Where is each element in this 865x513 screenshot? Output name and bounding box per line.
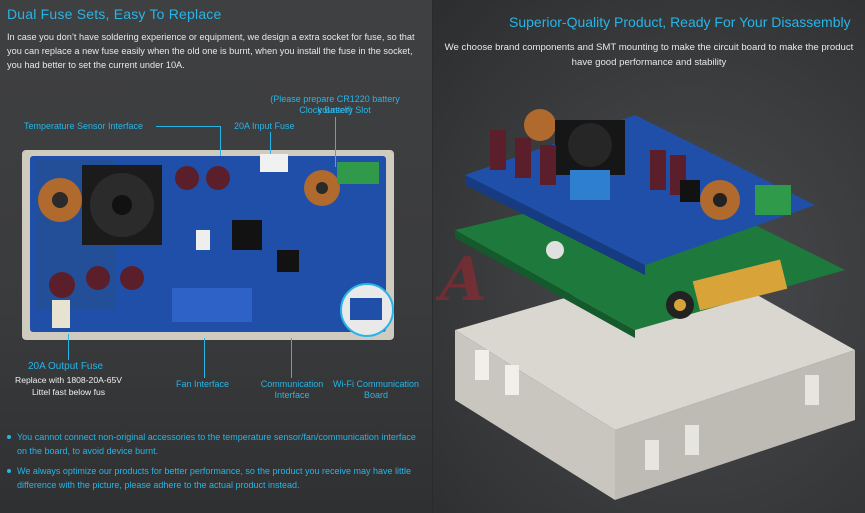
comm-interface-label-1: Communication (260, 379, 324, 389)
right-paragraph: We choose brand components and SMT mount… (444, 42, 854, 68)
note-text: You cannot connect non-original accessor… (17, 432, 416, 456)
comm-interface-leader (291, 338, 292, 378)
output-fuse-detail-2: Littel fast below fus (31, 387, 106, 397)
panel-divider (432, 0, 433, 513)
wifi-board-label-2: Board (363, 390, 389, 400)
input-fuse-leader (270, 132, 271, 154)
exploded-view-image (455, 109, 855, 500)
battery-slot-leader (335, 117, 336, 167)
comm-interface-label-2: Interface (274, 390, 310, 400)
wifi-board-label-1: Wi-Fi Communication (332, 379, 419, 389)
left-paragraph: In case you don’t have soldering experie… (7, 32, 415, 70)
watermark-logo: A (440, 245, 487, 315)
temp-sensor-label: Temperature Sensor Interface (24, 121, 144, 131)
right-title: Superior-Quality Product, Ready For Your… (509, 14, 851, 30)
battery-slot-label: Clock Battery Slot (299, 105, 371, 115)
fan-interface-label: Fan Interface (176, 379, 230, 389)
output-fuse-detail-1: Replace with 1808-20A-65V (14, 375, 122, 385)
note-text: We always optimize our products for bett… (17, 466, 412, 490)
temp-sensor-leader-v (220, 126, 221, 156)
notes-list: You cannot connect non-original accessor… (7, 430, 427, 498)
bullet-icon (7, 435, 11, 439)
note-item: You cannot connect non-original accessor… (7, 430, 427, 458)
input-fuse-label: 20A Input Fuse (234, 121, 295, 131)
output-fuse-leader (68, 334, 69, 360)
note-item: We always optimize our products for bett… (7, 464, 427, 492)
fan-interface-leader (204, 338, 205, 378)
pcb-top-view-image (22, 150, 394, 340)
output-fuse-label: 20A Output Fuse (28, 361, 104, 372)
left-title: Dual Fuse Sets, Easy To Replace (7, 6, 222, 22)
bullet-icon (7, 469, 11, 473)
battery-note-label: (Please prepare CR1220 battery yourself) (270, 94, 400, 115)
temp-sensor-leader-h (156, 126, 220, 127)
